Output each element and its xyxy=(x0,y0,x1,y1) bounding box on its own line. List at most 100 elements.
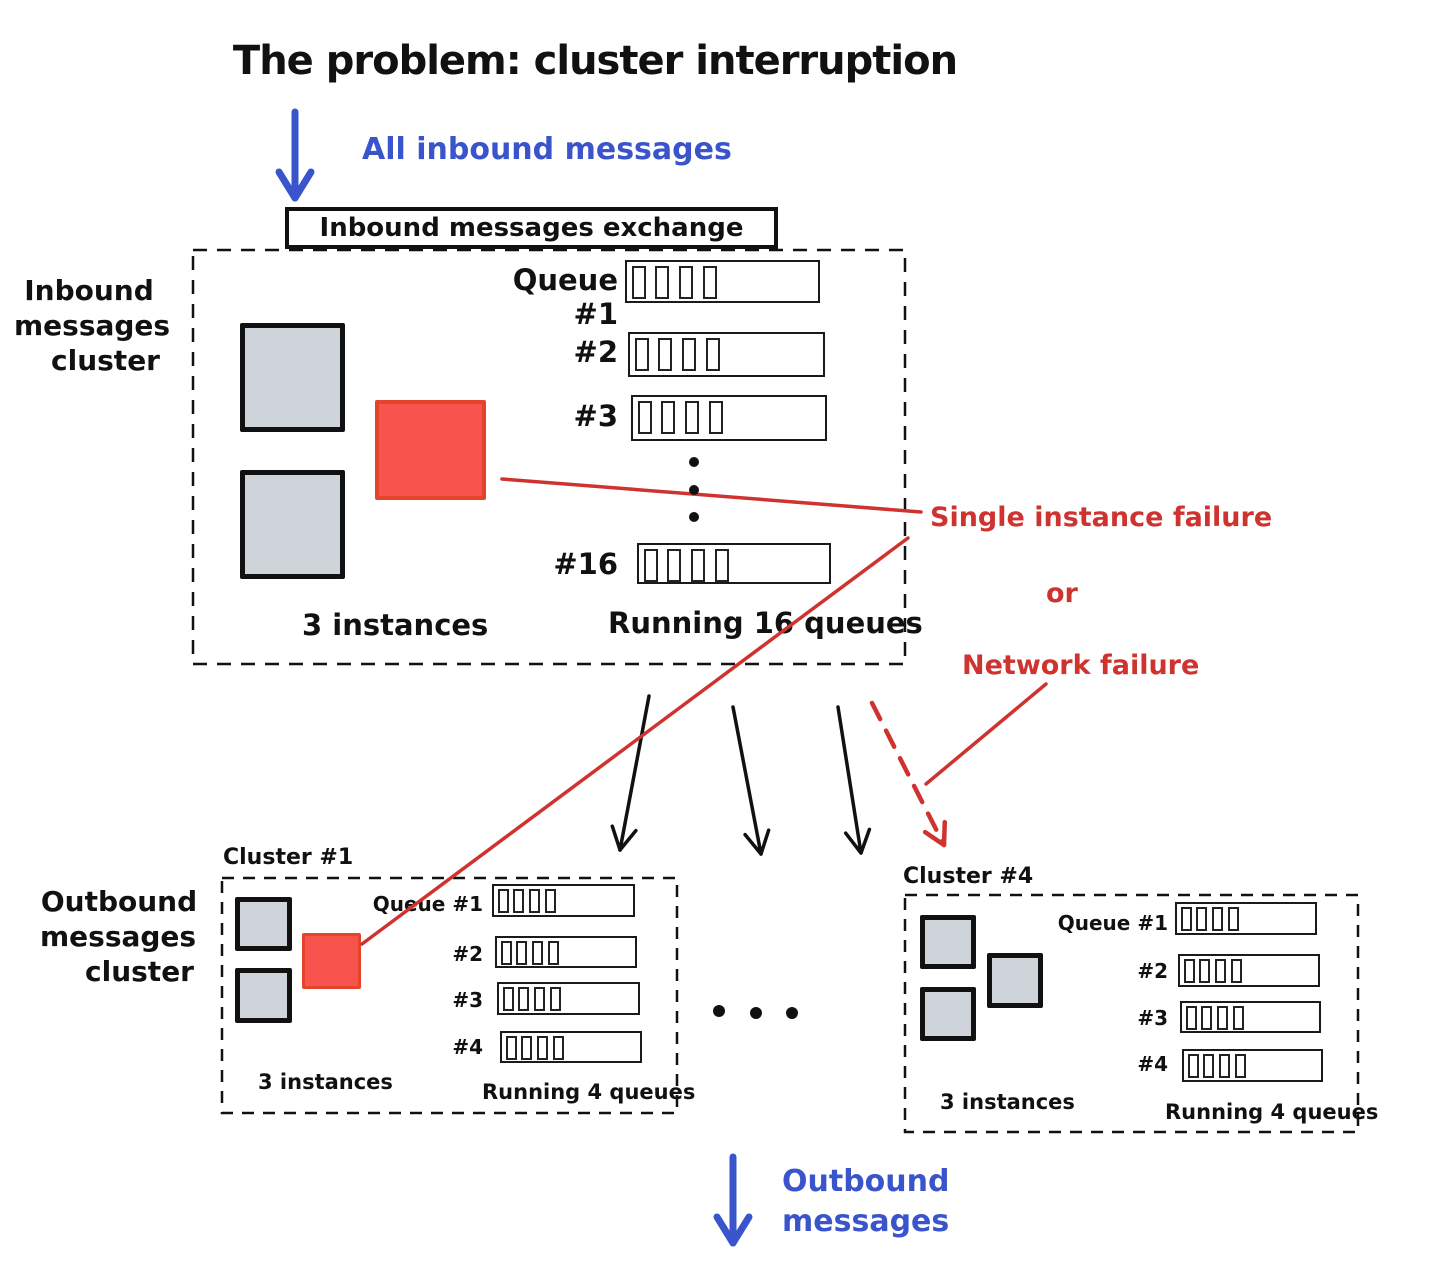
or-note: or xyxy=(1046,578,1078,609)
inbound-cluster-side-label: Inbound messages cluster xyxy=(14,273,171,378)
outbound-side-line1: Outbound xyxy=(40,885,198,918)
cluster4-queue4-box xyxy=(1182,1049,1323,1082)
inbound-queue16-box xyxy=(637,543,831,584)
message-slot xyxy=(1231,959,1242,983)
inbound-queue3-label: #3 xyxy=(573,399,618,433)
single-failure-pointer-line-cluster1 xyxy=(360,536,910,946)
message-slot xyxy=(1188,1054,1199,1078)
message-slot xyxy=(498,889,509,913)
cluster1-instance-2 xyxy=(235,968,292,1023)
cluster-ellipsis-dot xyxy=(750,1007,762,1019)
page-title: The problem: cluster interruption xyxy=(232,38,958,84)
message-slot xyxy=(706,338,720,371)
message-slot xyxy=(715,549,729,582)
message-slot xyxy=(1219,1054,1230,1078)
message-slot xyxy=(1203,1054,1214,1078)
cluster4-instance-2 xyxy=(920,987,976,1041)
cluster4-instance-3 xyxy=(987,953,1043,1008)
message-slot xyxy=(1212,907,1223,931)
inbound-instance-2 xyxy=(240,470,345,579)
message-slot xyxy=(506,1036,517,1060)
cluster4-queue4-label: #4 xyxy=(1137,1052,1168,1076)
outbound-side-line2: messages xyxy=(40,920,197,953)
network-failure-pointer-line xyxy=(924,682,1048,786)
cluster1-queues-count-label: Running 4 queues xyxy=(482,1080,696,1104)
network-failure-note: Network failure xyxy=(962,650,1200,681)
cluster1-queue1-box xyxy=(492,884,635,917)
message-slot xyxy=(529,889,540,913)
cluster1-queue4-label: #4 xyxy=(452,1035,483,1059)
inbound-messages-exchange-label: Inbound messages exchange xyxy=(319,213,744,243)
cluster4-queue3-box xyxy=(1180,1001,1321,1033)
message-slot xyxy=(1184,959,1195,983)
message-slot xyxy=(532,941,543,965)
queue-ellipsis-dot xyxy=(689,485,699,495)
message-slot xyxy=(1235,1054,1246,1078)
cluster-ellipsis-dot xyxy=(786,1007,798,1019)
cluster1-instance-failed xyxy=(302,933,361,989)
cluster4-instance-1 xyxy=(920,915,976,969)
cluster4-queue2-box xyxy=(1178,954,1320,987)
cluster1-queue3-label: #3 xyxy=(452,988,483,1012)
fanout-arrow-2 xyxy=(731,705,771,856)
single-instance-failure-note: Single instance failure xyxy=(930,502,1273,533)
message-slot xyxy=(1215,959,1226,983)
message-slot xyxy=(644,549,658,582)
cluster1-queue3-box xyxy=(497,982,640,1015)
inbound-messages-exchange-box: Inbound messages exchange xyxy=(285,207,778,249)
outbound-messages-label: Outbound messages xyxy=(782,1162,949,1242)
message-slot xyxy=(548,941,559,965)
cluster4-queue2-label: #2 xyxy=(1137,959,1168,983)
message-slot xyxy=(655,266,669,299)
single-failure-pointer-line-inbound xyxy=(500,477,923,514)
message-slot xyxy=(667,549,681,582)
inbound-instances-count-label: 3 instances xyxy=(302,608,489,642)
outbound-cluster-side-label: Outbound messages cluster xyxy=(40,884,198,989)
inbound-side-line1: Inbound xyxy=(24,274,154,307)
cluster4-instances-count-label: 3 instances xyxy=(940,1090,1075,1114)
message-slot xyxy=(638,401,652,434)
message-slot xyxy=(534,987,545,1011)
message-slot xyxy=(635,338,649,371)
all-inbound-messages-label: All inbound messages xyxy=(362,132,732,167)
message-slot xyxy=(691,549,705,582)
cluster1-queue2-label: #2 xyxy=(452,942,483,966)
network-failure-arrow xyxy=(869,700,948,848)
message-slot xyxy=(516,941,527,965)
message-slot xyxy=(661,401,675,434)
inbound-queue1-box xyxy=(625,260,820,303)
message-slot xyxy=(537,1036,548,1060)
fanout-arrow-3 xyxy=(836,705,872,855)
cluster1-queue1-label: Queue #1 xyxy=(372,892,483,916)
message-slot xyxy=(709,401,723,434)
message-slot xyxy=(501,941,512,965)
cluster1-title: Cluster #1 xyxy=(223,845,354,870)
message-slot xyxy=(1196,907,1207,931)
outbound-side-line3: cluster xyxy=(85,955,194,988)
message-slot xyxy=(685,401,699,434)
message-slot xyxy=(518,987,529,1011)
message-slot xyxy=(632,266,646,299)
cluster4-queue1-box xyxy=(1175,902,1317,935)
inbound-instance-1 xyxy=(240,323,345,432)
message-slot xyxy=(1233,1006,1244,1030)
outbound-messages-line2: messages xyxy=(782,1204,950,1239)
message-slot xyxy=(1199,959,1210,983)
message-slot xyxy=(1186,1006,1197,1030)
message-slot xyxy=(1228,907,1239,931)
inbound-queue3-box xyxy=(631,395,827,441)
message-slot xyxy=(503,987,514,1011)
inbound-queues-count-label: Running 16 queues xyxy=(608,606,923,640)
message-slot xyxy=(679,266,693,299)
cluster-ellipsis-dot xyxy=(713,1005,725,1017)
inbound-side-line2: messages xyxy=(14,309,171,342)
message-slot xyxy=(658,338,672,371)
message-slot xyxy=(513,889,524,913)
cluster4-queues-count-label: Running 4 queues xyxy=(1165,1100,1379,1124)
message-slot xyxy=(550,987,561,1011)
cluster1-instance-1 xyxy=(235,897,292,951)
message-slot xyxy=(682,338,696,371)
inbound-queue16-label: #16 xyxy=(553,547,618,581)
